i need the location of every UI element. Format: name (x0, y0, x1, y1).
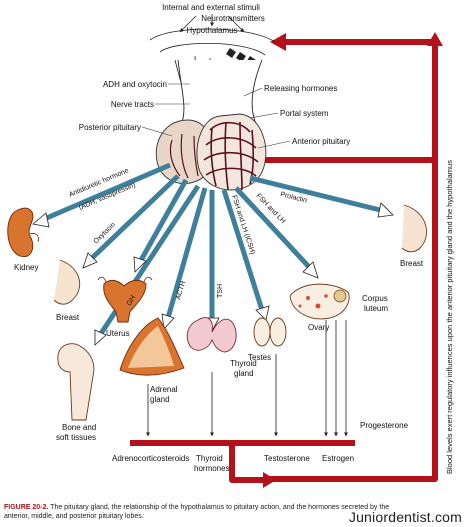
breast-right-illustration (401, 204, 427, 253)
posterior-nerve-endings (169, 133, 199, 179)
kidney-illustration (7, 207, 39, 258)
label-thyroid-hormones-2: hormones (194, 464, 230, 473)
label-breast-left: Breast (56, 313, 80, 322)
breast-left-illustration (53, 259, 81, 305)
label-oxytocin: Oxytocin (93, 221, 118, 245)
ray-prolactin (249, 175, 381, 213)
label-anterior-pituitary: Anterior pituitary (292, 137, 350, 146)
label-testosterone: Testosterone (264, 454, 310, 463)
secretion-arrows (146, 320, 348, 437)
adrenal-illustration (119, 317, 185, 376)
label-thyroid-gland-1: Thyroid (230, 359, 257, 368)
label-bone-2: soft tissues (56, 433, 96, 442)
label-testes: Testes (248, 353, 271, 362)
label-adrenal-2: gland (150, 395, 170, 404)
label-estrogen: Estrogen (322, 454, 354, 463)
ovary-illustration (289, 283, 350, 320)
label-adrenocorticosteroids: Adrenocorticosteroids (112, 454, 189, 463)
ray-oxytocin (88, 174, 180, 262)
label-stimuli: Internal and external stimuli (162, 3, 260, 12)
label-uterus: Uterus (106, 329, 130, 338)
caption-figure-number: FIGURE 20-2. (4, 504, 49, 511)
label-nerve-tracts: Nerve tracts (111, 100, 154, 109)
uterus-illustration (97, 276, 153, 323)
label-acth: ACTH (175, 280, 187, 300)
label-adrenal-1: Adrenal (150, 385, 178, 394)
feedback-loop (130, 39, 438, 483)
figure-caption: FIGURE 20-2. The pituitary gland, the re… (4, 503, 394, 521)
testes-illustration (253, 317, 287, 347)
label-posterior-pituitary: Posterior pituitary (79, 123, 141, 132)
label-kidney: Kidney (14, 263, 38, 272)
arrowhead-right-bottom (263, 472, 276, 488)
ray-icsh (221, 189, 265, 311)
label-luteum: luteum (364, 304, 388, 313)
label-releasing-hormones: Releasing hormones (264, 84, 337, 93)
caption-text: The pituitary gland, the relationship of… (4, 504, 390, 520)
label-thyroid-gland-2: gland (234, 369, 254, 378)
label-progesterone: Progesterone (360, 421, 409, 430)
label-corpus: Corpus (362, 294, 388, 303)
ray-adh (41, 162, 171, 223)
label-bone-1: Bone and (62, 423, 96, 432)
label-feedback: Blood levels exert regulatory influences… (445, 160, 454, 474)
arrowhead-to-hypothalamus (270, 33, 286, 51)
label-ovary: Ovary (308, 323, 329, 332)
hormone-arrowheads (32, 202, 394, 346)
stimuli-arrows (179, 14, 245, 33)
label-neurotransmitters: Neurotransmitters (201, 14, 265, 23)
ray-fsh-lh (234, 186, 312, 270)
label-breast-right: Breast (400, 259, 424, 268)
bone-illustration (57, 343, 95, 421)
label-adh-oxytocin: ADH and oxytocin (103, 80, 167, 89)
ray-acth (165, 187, 208, 319)
label-hypothalamus: Hypothalamus (186, 26, 237, 35)
ray-uterus (137, 178, 189, 264)
leader-lines (141, 83, 291, 149)
thyroid-illustration (186, 317, 237, 353)
label-tsh: TSH (217, 284, 224, 298)
label-gh: GH (126, 294, 138, 307)
site-watermark: Juniordentist.com (348, 509, 462, 525)
label-portal-system: Portal system (280, 109, 329, 118)
label-thyroid-hormones-1: Thyroid (196, 454, 223, 463)
arrowhead-up-right (427, 32, 443, 46)
